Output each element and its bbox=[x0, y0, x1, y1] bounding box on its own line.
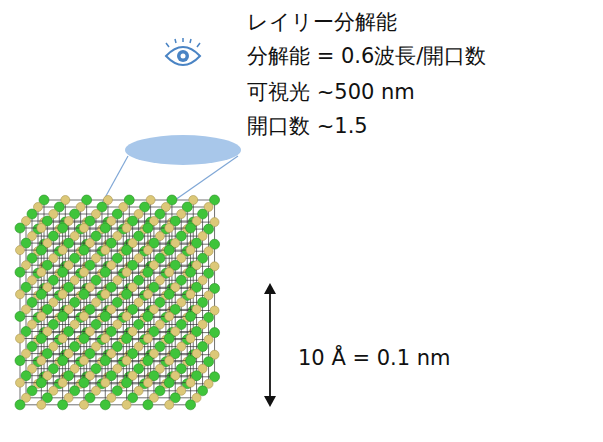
atom bbox=[37, 268, 46, 277]
note-text: 分解能 = 0.6波長/開口数 bbox=[247, 44, 486, 69]
atom bbox=[186, 400, 196, 410]
atom bbox=[165, 356, 174, 365]
atom bbox=[122, 245, 132, 255]
atom bbox=[101, 246, 110, 255]
atom bbox=[101, 290, 110, 299]
atom bbox=[122, 400, 131, 409]
atom bbox=[143, 378, 152, 387]
atom bbox=[122, 356, 131, 365]
atom bbox=[101, 334, 110, 343]
atom bbox=[143, 223, 153, 233]
atom bbox=[15, 267, 25, 277]
atom bbox=[79, 334, 89, 344]
atom bbox=[165, 400, 174, 409]
atom bbox=[122, 224, 131, 233]
atom bbox=[79, 289, 89, 299]
atom bbox=[15, 400, 25, 410]
atom bbox=[79, 400, 88, 409]
atom bbox=[58, 400, 68, 410]
atom bbox=[58, 290, 67, 299]
atom bbox=[100, 356, 110, 366]
atom bbox=[143, 246, 152, 255]
atom bbox=[16, 246, 25, 255]
note-text: レイリー分解能 bbox=[247, 10, 397, 35]
atom bbox=[58, 267, 68, 277]
atom bbox=[58, 334, 67, 343]
crystal-lattice bbox=[15, 195, 220, 410]
atom bbox=[186, 223, 196, 233]
atom bbox=[36, 378, 46, 388]
atom bbox=[79, 268, 88, 277]
atom bbox=[58, 311, 68, 321]
atom bbox=[37, 312, 46, 321]
atom bbox=[164, 289, 174, 299]
light-cone bbox=[155, 156, 238, 214]
atom bbox=[186, 334, 195, 343]
atom bbox=[164, 378, 174, 388]
atom bbox=[15, 223, 25, 233]
atom bbox=[143, 400, 153, 410]
atom bbox=[37, 400, 46, 409]
atom bbox=[16, 290, 25, 299]
atom bbox=[143, 311, 153, 321]
atom bbox=[15, 356, 25, 366]
atom bbox=[122, 334, 132, 344]
atom bbox=[36, 289, 46, 299]
atom bbox=[36, 245, 46, 255]
atom bbox=[100, 267, 110, 277]
atom bbox=[186, 311, 196, 321]
atom bbox=[79, 245, 89, 255]
atom bbox=[164, 245, 174, 255]
eye-icon bbox=[166, 38, 200, 65]
atom bbox=[58, 378, 67, 387]
atom bbox=[37, 224, 46, 233]
atom bbox=[58, 223, 68, 233]
lens bbox=[125, 135, 241, 165]
atom bbox=[79, 378, 89, 388]
note-text: 開口数 ~1.5 bbox=[247, 114, 368, 139]
atom bbox=[122, 312, 131, 321]
atom bbox=[122, 268, 131, 277]
light-cone bbox=[96, 156, 128, 214]
atom bbox=[15, 311, 25, 321]
dimension-label: 10 Å = 0.1 nm bbox=[298, 346, 451, 371]
atom bbox=[101, 378, 110, 387]
atom bbox=[165, 268, 174, 277]
atom bbox=[58, 246, 67, 255]
atom bbox=[143, 356, 153, 366]
atom bbox=[164, 334, 174, 344]
atom bbox=[58, 356, 68, 366]
atom bbox=[79, 356, 88, 365]
atom bbox=[36, 334, 46, 344]
note-text: 可視光 ~500 nm bbox=[247, 80, 415, 105]
atom bbox=[143, 290, 152, 299]
atom bbox=[186, 290, 195, 299]
atom bbox=[100, 223, 110, 233]
atom bbox=[186, 378, 195, 387]
atom bbox=[165, 224, 174, 233]
atom bbox=[186, 356, 196, 366]
atom bbox=[100, 400, 110, 410]
atom bbox=[16, 378, 25, 387]
atom bbox=[79, 224, 88, 233]
atom bbox=[186, 246, 195, 255]
atom bbox=[100, 311, 110, 321]
atom bbox=[122, 378, 132, 388]
atom bbox=[122, 289, 132, 299]
atom bbox=[79, 312, 88, 321]
atom bbox=[143, 267, 153, 277]
atom bbox=[37, 356, 46, 365]
atom bbox=[186, 267, 196, 277]
atom bbox=[143, 334, 152, 343]
atom bbox=[16, 334, 25, 343]
atom bbox=[165, 312, 174, 321]
dimension-arrow bbox=[264, 283, 276, 407]
